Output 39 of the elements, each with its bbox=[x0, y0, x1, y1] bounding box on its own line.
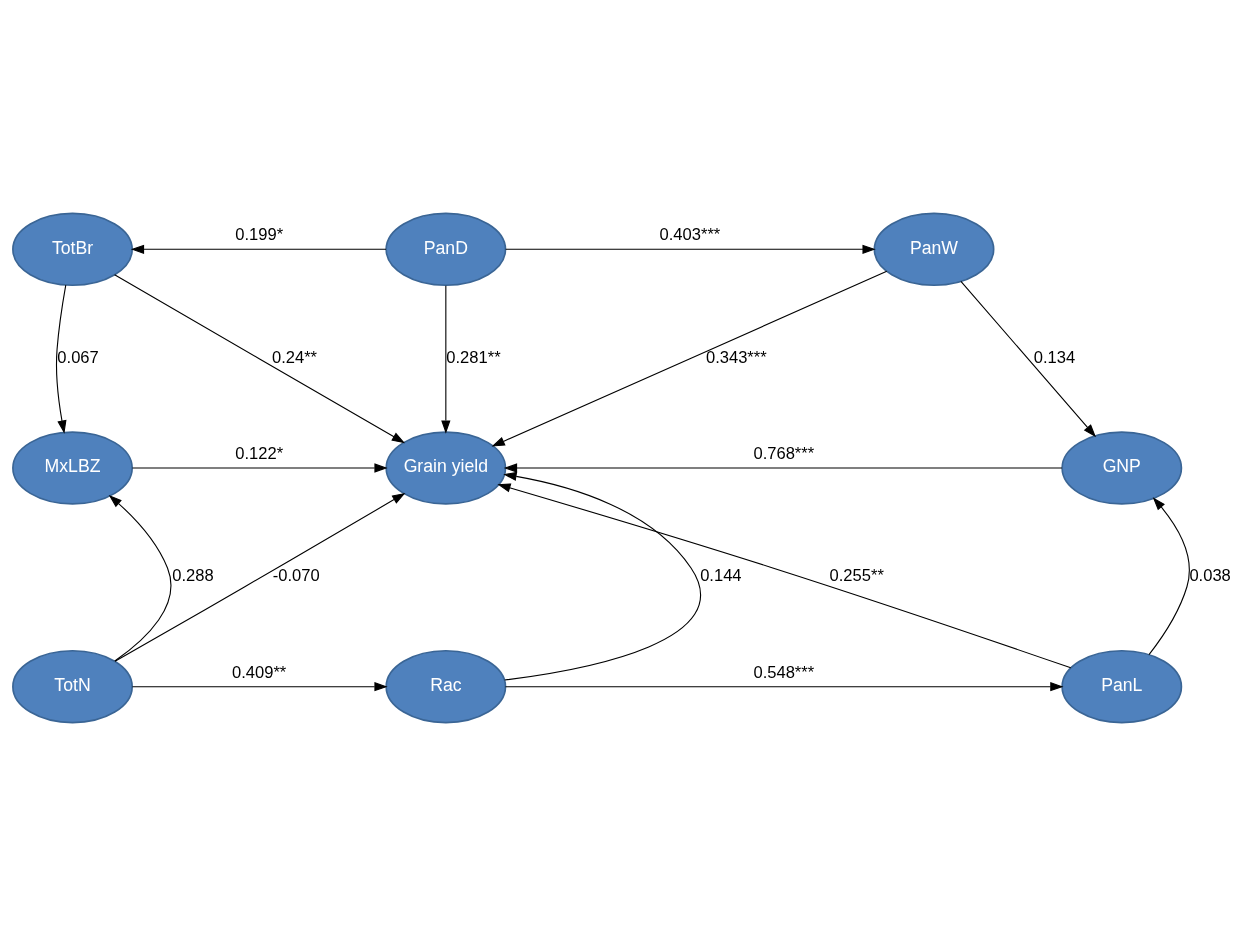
edge-label: 0.067 bbox=[57, 347, 99, 367]
arrow bbox=[114, 492, 406, 662]
edge-label: 0.134 bbox=[1033, 347, 1076, 367]
edge-label: 0.144 bbox=[700, 565, 742, 585]
arrow bbox=[114, 273, 406, 443]
arrow bbox=[131, 462, 388, 473]
arrow bbox=[55, 283, 67, 434]
arrow bbox=[130, 244, 387, 254]
arrow bbox=[960, 280, 1097, 437]
node-ellipse: Rac bbox=[385, 649, 507, 723]
node-ellipse: PanW bbox=[873, 212, 995, 286]
arrow bbox=[131, 681, 388, 691]
edge-label: 0.548*** bbox=[753, 662, 815, 682]
edge-label: 0.038 bbox=[1189, 565, 1231, 585]
arrow bbox=[504, 681, 1064, 691]
arrow bbox=[503, 471, 701, 681]
arrow bbox=[441, 284, 451, 434]
node-ellipse: PanL bbox=[1061, 649, 1183, 723]
edge-label: 0.281** bbox=[446, 347, 501, 367]
node-ellipse: PanD bbox=[385, 212, 507, 286]
edge-label: 0.409** bbox=[232, 662, 287, 682]
arrow bbox=[108, 494, 172, 662]
node-ellipse: TotBr bbox=[12, 212, 133, 286]
edge-label: 0.343*** bbox=[705, 347, 767, 367]
edge-label: 0.255** bbox=[829, 565, 884, 585]
node-ellipse: TotN bbox=[12, 649, 133, 723]
edge-label: 0.122* bbox=[235, 443, 284, 463]
edge-label: 0.199* bbox=[235, 224, 284, 244]
arrow bbox=[503, 462, 1063, 473]
arrow bbox=[497, 482, 1072, 668]
edge-label: 0.24** bbox=[271, 347, 318, 367]
edge-label: 0.768*** bbox=[753, 443, 815, 463]
arrow bbox=[1148, 496, 1190, 655]
edge-label: 0.403*** bbox=[659, 224, 721, 244]
edge-label: 0.288 bbox=[172, 565, 214, 585]
arrow bbox=[505, 244, 876, 254]
arrow bbox=[491, 270, 888, 447]
node-ellipse: GNP bbox=[1061, 430, 1183, 505]
edge-label: -0.070 bbox=[272, 565, 320, 585]
